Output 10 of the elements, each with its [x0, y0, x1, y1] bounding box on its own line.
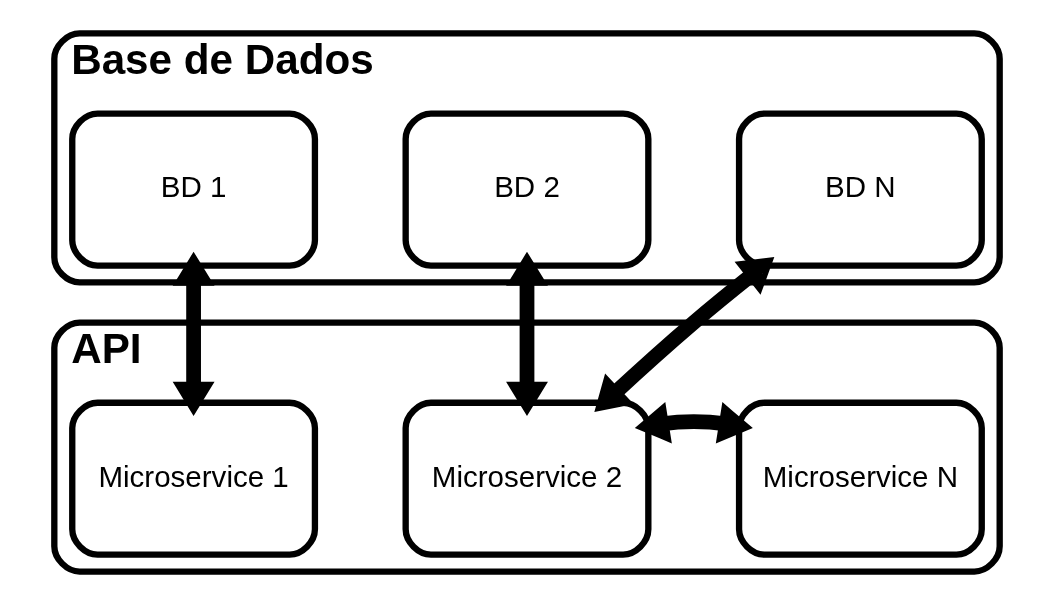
arrow	[506, 251, 548, 416]
node-box: BD N	[735, 110, 985, 269]
arrow	[172, 251, 215, 416]
node-box: Microservice 2	[402, 399, 652, 558]
node-box: Microservice 1	[69, 399, 319, 558]
arrow	[634, 402, 753, 444]
node-box: BD 1	[69, 110, 319, 269]
node-box: Microservice N	[735, 399, 985, 558]
node-box: BD 2	[402, 110, 652, 269]
arrow	[594, 257, 775, 413]
